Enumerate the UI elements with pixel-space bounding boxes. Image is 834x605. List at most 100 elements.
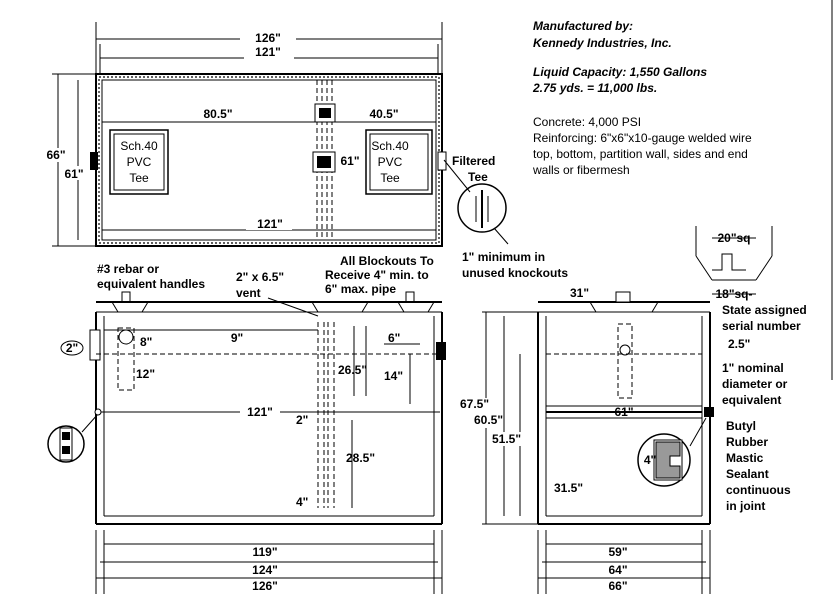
label-bg: [246, 216, 292, 230]
note-volume-weight: 2.75 yds. = 11,000 lbs.: [532, 81, 657, 95]
seal-detail-fill: [62, 432, 70, 440]
label-bg: [240, 545, 290, 559]
riser-detail: 20"sq 18"sq-: [695, 226, 773, 301]
end-seal-point: [704, 407, 714, 417]
end-dim-31-5: 31.5": [554, 481, 583, 495]
end-dim-2-5: 2.5": [728, 337, 750, 351]
partition-opening-middle-fill: [317, 156, 331, 168]
dim-2-section: 2": [296, 413, 308, 427]
plan-inner-width-left: 61": [64, 167, 83, 181]
sealant-note-1: Butyl: [726, 419, 756, 433]
riser-top-size: 20"sq: [717, 231, 750, 245]
end-section-view: 31" 61" 67.5" 60.5" 51.5" 31.: [458, 286, 807, 594]
label-bg: [62, 166, 90, 180]
end-dim-60-5: 60.5": [474, 413, 503, 427]
spec-notes: Manufactured by: Kennedy Industries, Inc…: [532, 19, 752, 177]
outlet-pipe-stub: [437, 151, 447, 171]
leader-line: [267, 297, 319, 317]
dim-14: 14": [384, 369, 403, 383]
inlet-tee-label-1: Sch.40: [120, 139, 158, 153]
end-tee-knockout: [619, 344, 631, 356]
plan-view: 126" 121" 66" 61" 80.5" 40.5": [42, 22, 568, 296]
label-bg: [240, 31, 296, 45]
note-company: Kennedy Industries, Inc.: [533, 36, 672, 50]
blockouts-note-1: All Blockouts To: [340, 254, 434, 268]
plan-inner-length-top: 121": [255, 45, 281, 59]
rebar-note-2: equivalent handles: [97, 277, 205, 291]
nominal-note-1: 1" nominal: [722, 361, 784, 375]
dim-8: 8": [140, 335, 152, 349]
plan-wall-texture: [98, 76, 440, 244]
outlet-tee-inner: [369, 133, 429, 191]
plan-outlet-compartment: 40.5": [369, 107, 398, 121]
outlet-tee-label-2: PVC: [378, 155, 403, 169]
inlet-baffle: [117, 327, 135, 391]
sealant-detail-hatch: [655, 441, 681, 479]
serial-note-1: State assigned: [722, 303, 807, 317]
filtered-tee-label-2: Tee: [468, 170, 488, 184]
end-bottom-66: 66": [608, 579, 627, 593]
leader-line: [493, 227, 509, 245]
partition-opening-top-fill: [319, 108, 331, 118]
leader-line: [81, 413, 99, 433]
label-bg: [598, 545, 638, 559]
blockouts-note-3: 6" max. pipe: [325, 282, 396, 296]
plan-inner-width-right: 61": [340, 154, 359, 168]
sealant-note-2: Rubber: [726, 435, 768, 449]
end-dim-61: 61": [614, 405, 633, 419]
dim-9: 9": [231, 331, 243, 345]
blockouts-note-2: Receive 4" min. to: [325, 268, 429, 282]
dim-4-section: 4": [296, 495, 308, 509]
end-dim-67-5: 67.5": [460, 397, 489, 411]
label-bg: [226, 331, 248, 345]
inlet-knockout: [118, 329, 134, 345]
label-bg: [240, 563, 290, 577]
note-reinforcing-3: walls or fibermesh: [532, 163, 630, 177]
vent-note-2: vent: [236, 286, 261, 300]
seal-detail-fill: [62, 446, 70, 454]
sealant-note-5: continuous: [726, 483, 791, 497]
riser-taper: [755, 255, 773, 281]
sealant-note-4: Sealant: [726, 467, 769, 481]
outlet-tee-label-3: Tee: [380, 171, 400, 185]
sealant-note-6: in joint: [726, 499, 765, 513]
side-section-view: #3 rebar or equivalent handles 2" x 6.5"…: [47, 262, 446, 594]
end-lid-handle: [615, 291, 631, 303]
leader-line: [689, 417, 707, 447]
dim-6: 6": [388, 331, 400, 345]
note-reinforcing-2: top, bottom, partition wall, sides and e…: [533, 147, 748, 161]
sealant-detail-circle: [637, 433, 691, 487]
bottom-dim-119: 119": [252, 545, 277, 559]
plan-tank-inner-wall: [101, 79, 437, 241]
note-capacity: Liquid Capacity: 1,550 Gallons: [533, 65, 707, 79]
inlet-tee-inner: [113, 133, 165, 191]
outlet-tee-label-1: Sch.40: [371, 139, 409, 153]
label-bg: [458, 398, 502, 428]
leader-line: [443, 159, 471, 193]
riser-lid-lip: [712, 253, 746, 271]
rebar-note-1: #3 rebar or: [97, 262, 159, 276]
end-dim-51-5: 51.5": [492, 432, 521, 446]
end-bottom-59: 59": [608, 545, 627, 559]
label-bg: [240, 579, 290, 593]
label-bg: [598, 563, 638, 577]
label-bg: [490, 432, 526, 446]
label-bg: [598, 579, 638, 593]
lid-opening-center: [311, 301, 369, 313]
knockout-note-1: 1" minimum in: [462, 250, 545, 264]
dim-12: 12": [136, 367, 155, 381]
serial-note-2: serial number: [722, 319, 801, 333]
outlet-pipe: [436, 342, 446, 360]
plan-outer-width: 66": [46, 148, 65, 162]
filtered-tee-detail-circle: [457, 183, 507, 233]
label-bg: [336, 154, 364, 168]
label-bg: [42, 148, 70, 162]
note-concrete: Concrete: 4,000 PSI: [533, 115, 641, 129]
nominal-note-2: diameter or: [722, 377, 788, 391]
bottom-dim-126: 126": [252, 579, 278, 593]
pipe-diameter-label: 2": [66, 341, 78, 355]
label-bg: [196, 106, 240, 120]
lid-opening-left: [111, 301, 149, 313]
bottom-dim-124: 124": [252, 563, 278, 577]
